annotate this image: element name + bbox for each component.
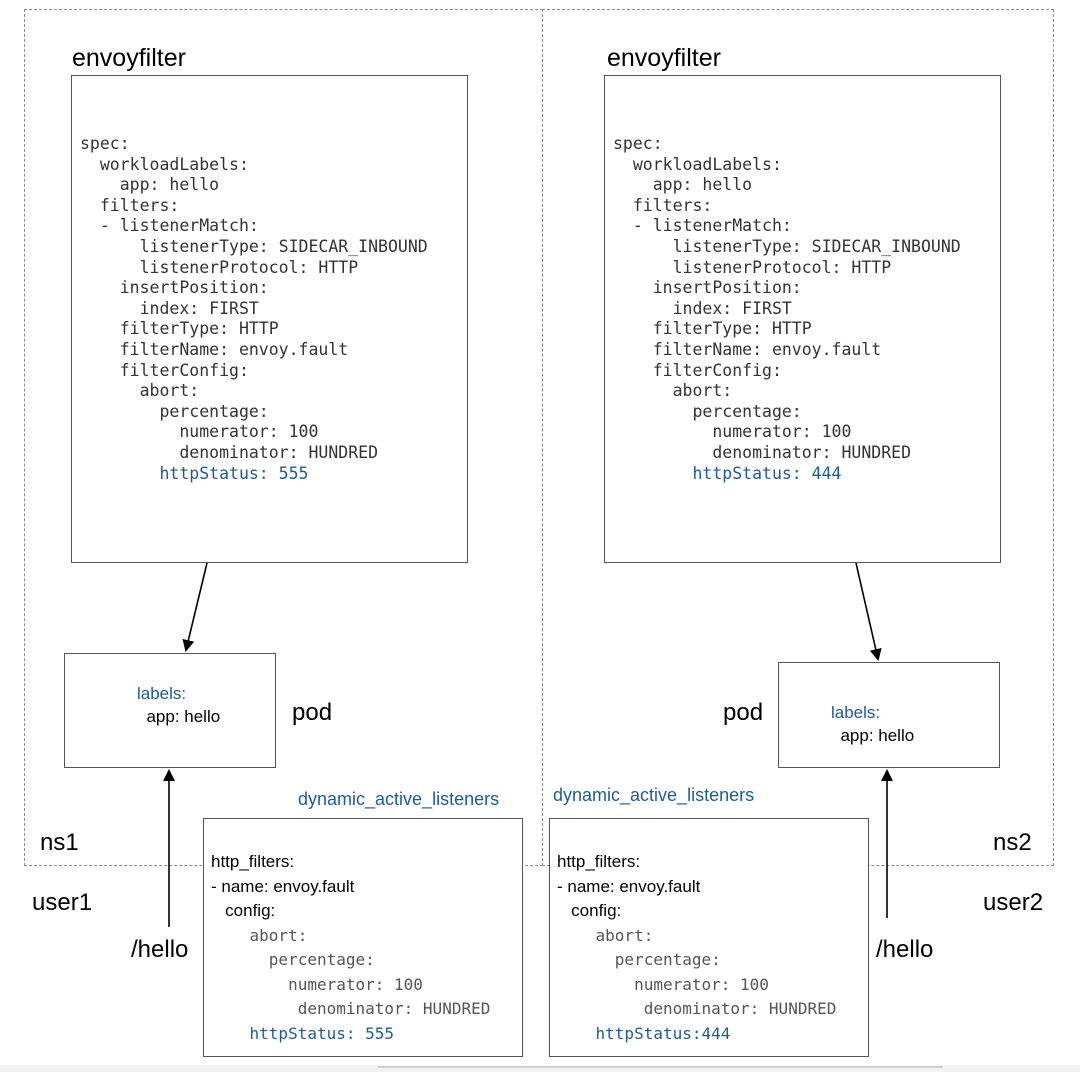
namespace-label-ns1: ns1 bbox=[40, 829, 79, 856]
listeners-content-ns1: http_filters: - name: envoy.fault config… bbox=[211, 850, 490, 1046]
listener-line: abort: bbox=[211, 925, 308, 945]
labels-key: labels: bbox=[831, 703, 881, 722]
horizontal-scrollbar[interactable] bbox=[0, 1065, 1080, 1072]
listener-line: denominator: HUNDRED bbox=[211, 999, 491, 1018]
listener-line: numerator: 100 bbox=[557, 974, 769, 994]
listener-http-status: httpStatus: 555 bbox=[211, 1023, 395, 1043]
labels-key: labels: bbox=[137, 684, 187, 703]
spec-lines: spec: workloadLabels: app: hello filters… bbox=[80, 134, 428, 462]
listeners-box-ns2: http_filters: - name: envoy.fault config… bbox=[549, 818, 869, 1057]
pod-label-ns2: pod bbox=[723, 699, 764, 726]
arrow-envoyfilter-to-pod-ns1 bbox=[182, 562, 208, 652]
spec-lines: spec: workloadLabels: app: hello filters… bbox=[613, 134, 961, 462]
envoyfilter-box-ns1: spec: workloadLabels: app: hello filters… bbox=[71, 75, 468, 563]
envoyfilter-box-ns2: spec: workloadLabels: app: hello filters… bbox=[604, 75, 1001, 563]
listener-line: - name: envoy.fault bbox=[557, 876, 701, 896]
request-label-user1: /hello bbox=[131, 936, 189, 963]
pod-box-ns1: labels: app: hello bbox=[64, 653, 276, 768]
listeners-title-ns1: dynamic_active_listeners bbox=[298, 789, 500, 809]
request-label-user2: /hello bbox=[876, 936, 934, 963]
pod-box-ns2: labels: app: hello bbox=[778, 662, 1000, 768]
user-label-user2: user2 bbox=[983, 889, 1044, 916]
listener-line: percentage: bbox=[211, 950, 375, 969]
listeners-box-ns1: http_filters: - name: envoy.fault config… bbox=[203, 818, 523, 1057]
pod-labels-ns2: labels: app: hello bbox=[831, 701, 914, 747]
scrollbar-thumb[interactable] bbox=[378, 1066, 943, 1068]
pod-labels-ns1: labels: app: hello bbox=[137, 682, 220, 728]
listeners-title-ns2: dynamic_active_listeners bbox=[553, 785, 755, 805]
listener-line: http_filters: bbox=[211, 852, 295, 871]
listener-line: http_filters: bbox=[557, 852, 641, 871]
envoyfilter-title-ns1: envoyfilter bbox=[72, 44, 186, 72]
labels-value: app: hello bbox=[146, 707, 221, 726]
listener-line: abort: bbox=[557, 925, 654, 945]
http-status-line: httpStatus: 444 bbox=[613, 463, 842, 483]
envoyfilter-spec-ns2: spec: workloadLabels: app: hello filters… bbox=[613, 134, 961, 484]
listeners-content-ns2: http_filters: - name: envoy.fault config… bbox=[557, 850, 836, 1046]
labels-value: app: hello bbox=[840, 726, 915, 745]
envoyfilter-spec-ns1: spec: workloadLabels: app: hello filters… bbox=[80, 134, 428, 484]
namespace-label-ns2: ns2 bbox=[993, 829, 1032, 856]
listener-line: config: bbox=[557, 901, 622, 920]
pod-label-ns1: pod bbox=[292, 699, 333, 726]
http-status-line: httpStatus: 555 bbox=[80, 463, 309, 483]
listener-line: percentage: bbox=[557, 950, 721, 969]
listener-line: config: bbox=[211, 901, 276, 920]
user-label-user1: user1 bbox=[32, 889, 93, 916]
listener-line: - name: envoy.fault bbox=[211, 876, 355, 896]
listener-http-status: httpStatus:444 bbox=[557, 1023, 731, 1043]
envoyfilter-title-ns2: envoyfilter bbox=[607, 44, 721, 72]
listener-line: numerator: 100 bbox=[211, 974, 423, 994]
arrow-envoyfilter-to-pod-ns2 bbox=[855, 562, 882, 661]
listener-line: denominator: HUNDRED bbox=[557, 999, 837, 1018]
